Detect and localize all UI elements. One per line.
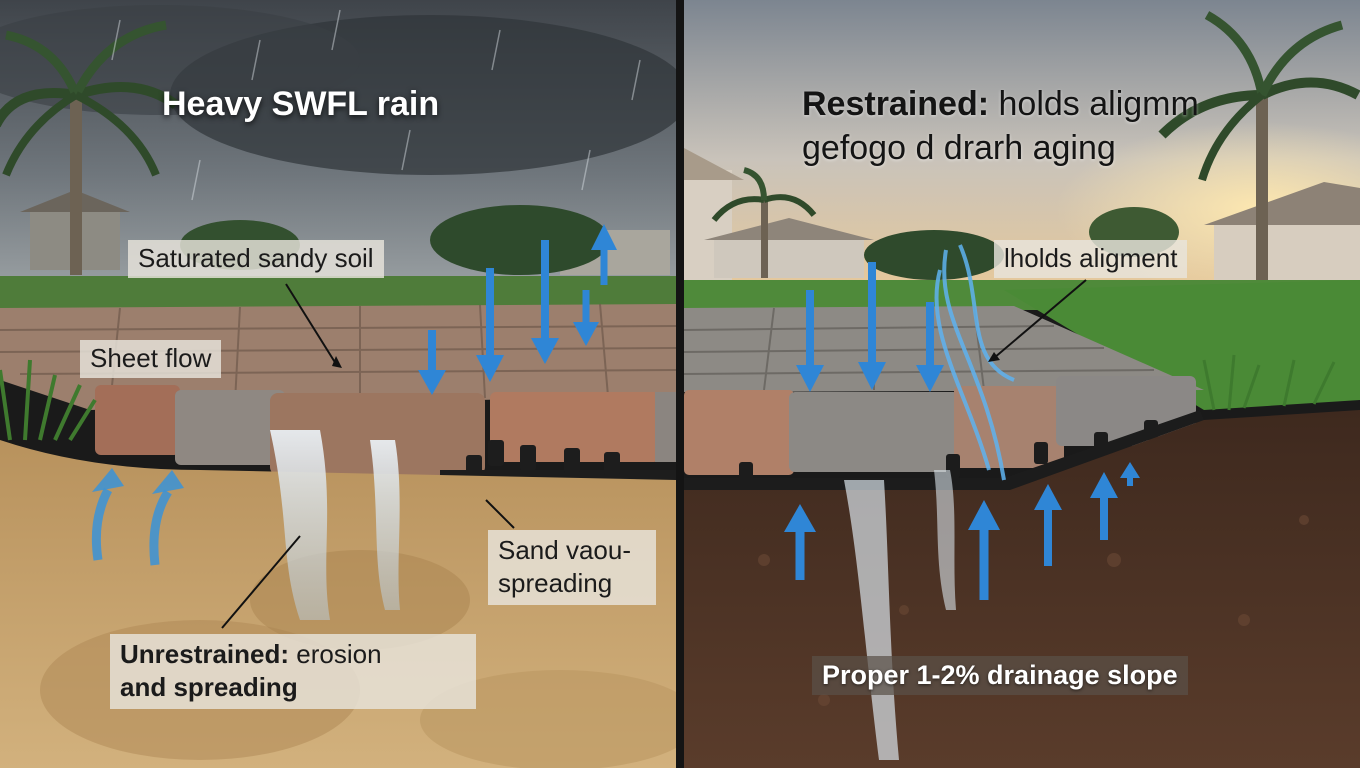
edge-restraint [684, 410, 1204, 490]
houses [684, 148, 1360, 280]
sand-spreading-label: Sand vaou- spreading [488, 530, 656, 605]
restrained-scene-panel: Restrained: holds aligmm gefogo d drarh … [684, 0, 1360, 768]
unrestrained-scene-panel: Heavy SWFL rain Saturated sandy soil She… [0, 0, 676, 768]
leader-lines [221, 283, 515, 629]
runoff-streams [934, 244, 1015, 481]
sand-spreading-line1: Sand vaou- [498, 535, 631, 565]
right-title: Restrained: holds aligmm [802, 84, 1199, 125]
panel-divider [676, 0, 684, 768]
front-pavers [95, 385, 676, 475]
water-cascade [270, 430, 330, 620]
unrestrained-label-line2: and spreading [120, 672, 298, 703]
palm-tree [1158, 11, 1360, 280]
capillary-arrows [91, 487, 172, 566]
drainage-slope-label: Proper 1-2% drainage slope [812, 656, 1188, 696]
paver-surface [0, 304, 676, 410]
right-title-bold: Restrained: [802, 85, 990, 123]
grass-tuft [1202, 354, 1336, 411]
lawn [0, 276, 676, 310]
unrestrained-label: Unrestrained: erosion and spreading [110, 634, 476, 709]
small-palm-tree [711, 167, 817, 278]
rain-arrows [796, 262, 944, 392]
tree-line [864, 230, 1004, 280]
unrestrained-label-rest: erosion [289, 639, 382, 669]
rain-streaks [111, 9, 641, 201]
front-pavers [684, 376, 1196, 475]
unrestrained-label-bold: Unrestrained: [120, 639, 290, 669]
upward-drainage-arrows [784, 462, 1140, 600]
saturated-soil-label: Saturated sandy soil [128, 240, 384, 278]
leader-line [993, 279, 1087, 359]
sand-spreading-line2: spreading [498, 568, 613, 599]
grass-tuft [0, 359, 97, 442]
holds-alignment-label: lholds aligment [994, 240, 1188, 278]
palm-tree [0, 20, 179, 275]
right-title-rest: holds aligmm [989, 85, 1199, 123]
sheet-flow-label: Sheet flow [80, 340, 222, 378]
tree-line [430, 205, 610, 275]
left-title: Heavy SWFL rain [162, 85, 440, 123]
right-subtitle: gefogo d drarh aging [802, 129, 1116, 167]
rain-arrows [418, 224, 617, 395]
